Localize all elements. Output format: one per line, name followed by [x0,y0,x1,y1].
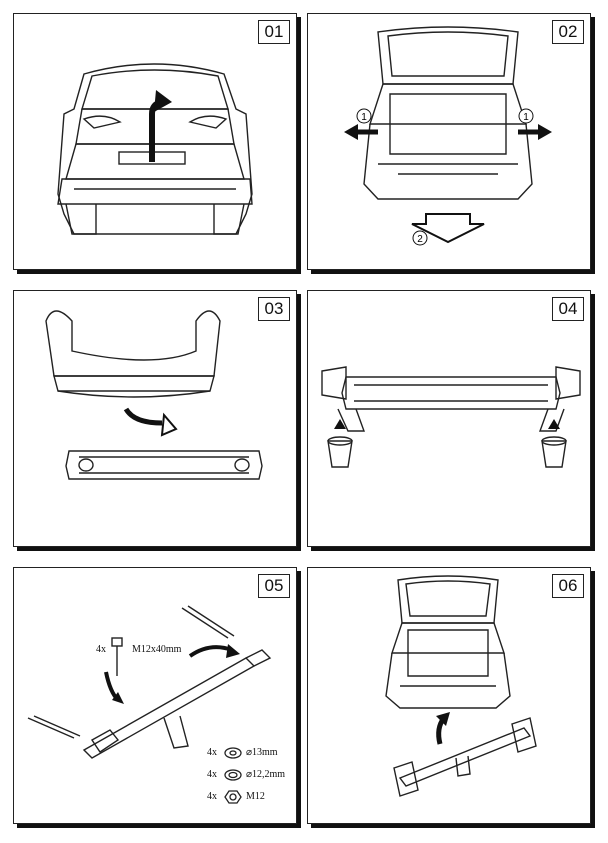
step-number: 04 [552,297,584,321]
car-rear-tailgate-closed-illustration [57,63,253,235]
flat-washer-quantity: 4x [207,747,217,758]
down-arrow-left-icon [334,419,346,429]
step-number: 01 [258,20,290,44]
towbar-mounting-illustration [27,605,272,804]
step-number: 03 [258,297,290,321]
step-marker-1-right: 1 [523,112,529,123]
flat-washer-icon [224,747,242,759]
bolt-spec: M12x40mm [132,644,182,655]
step-02-panel: 02 1 1 2 [307,13,591,270]
crash-box-removal-illustration [321,366,581,468]
pull-out-arrow-right-icon [518,124,552,140]
car-rear-tailgate-open-illustration: 1 1 2 [344,26,552,246]
insert-arrow-icon [104,671,124,704]
bumper-beam-removal-illustration [45,310,263,480]
hex-nut-quantity: 4x [207,791,217,802]
step-01-panel: 01 [13,13,297,270]
step-04-panel: 04 [307,290,591,547]
hex-nut-icon [224,790,242,804]
step-number: 05 [258,574,290,598]
bolt-icon [111,637,123,676]
crash-box-right-icon [541,436,567,468]
step-marker-1-left: 1 [361,112,367,123]
pull-out-arrow-left-icon [344,124,378,140]
down-arrow-right-icon [548,419,560,429]
step-number: 02 [552,20,584,44]
crash-box-left-icon [327,436,353,468]
lift-up-arrow-icon [436,712,450,745]
towbar-crossbar [393,717,537,797]
remove-bumper-arrow-icon [411,213,485,244]
bumper-beam [65,450,263,480]
step-03-panel: 03 [13,290,297,547]
lift-arrow-icon [149,90,172,162]
fit-arrow-icon [188,644,240,658]
step-number: 06 [552,574,584,598]
spring-washer-quantity: 4x [207,769,217,780]
step-06-panel: 06 [307,567,591,824]
spring-washer-icon [224,769,242,781]
hex-nut-spec: M12 [246,791,265,802]
step-marker-2: 2 [417,234,423,245]
down-arrow-icon [123,407,178,437]
towbar-install-car-illustration [385,575,537,797]
flat-washer-spec: ⌀13mm [246,747,278,758]
bolt-quantity: 4x [96,644,106,655]
step-05-panel: 05 [13,567,297,824]
spring-washer-spec: ⌀12,2mm [246,769,286,780]
